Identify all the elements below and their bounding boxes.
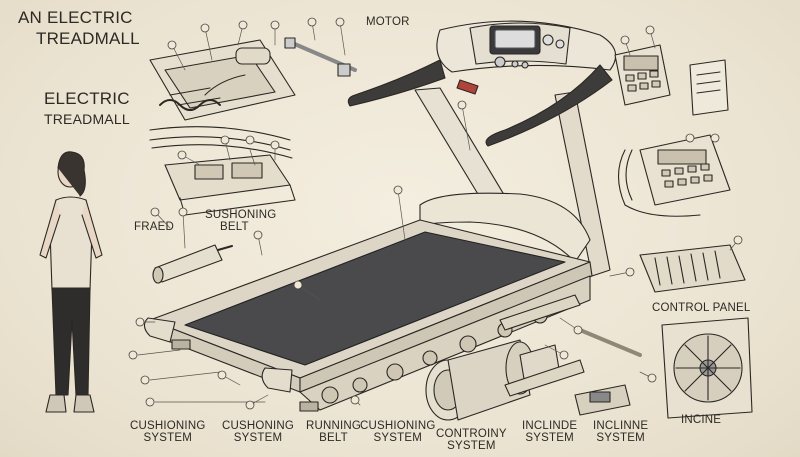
subtitle-line-1: ELECTRIC xyxy=(44,89,130,108)
motor-hood xyxy=(419,192,591,263)
bottom-label-inclinde: INCLINDE SYSTEM xyxy=(522,420,578,445)
bolt-component xyxy=(284,37,357,77)
incline-rod xyxy=(578,328,642,357)
sensor-plate xyxy=(574,384,631,416)
incine-label: INCINE xyxy=(681,414,722,426)
fan-unit xyxy=(661,317,753,419)
fraed-label: FRAED xyxy=(134,221,174,233)
bottom-label-cushioning-2: CUSHONING SYSTEM xyxy=(222,420,295,445)
shuhoning-label-line-2: BELT xyxy=(220,221,249,233)
treadmill xyxy=(143,20,617,412)
title-line-2: TREADMALL xyxy=(36,29,140,48)
spring-component xyxy=(159,99,221,111)
cushion-cylinder xyxy=(152,244,233,284)
spring-top xyxy=(235,47,271,65)
control-panel-label: CONTROL PANEL xyxy=(652,302,751,314)
right-handlebar xyxy=(485,64,613,147)
subtitle-line-2: TREADMALL xyxy=(44,111,130,127)
heatsink-board xyxy=(639,244,746,293)
dial-icon xyxy=(494,56,506,68)
left-handlebar xyxy=(347,59,446,107)
motor-label: MOTOR xyxy=(366,16,410,28)
frame-component xyxy=(149,39,296,121)
bottom-label-cushioning-1: CUSHIONING SYSTEM xyxy=(130,420,206,445)
roller-sketch xyxy=(149,126,293,159)
bottom-label-inclinne: INCLINNE SYSTEM xyxy=(593,420,649,445)
right-upright xyxy=(554,91,611,277)
safety-key-icon xyxy=(456,79,479,95)
bottom-label-running-belt: RUNNING BELT xyxy=(306,420,362,445)
running-belt xyxy=(184,231,566,366)
bottom-label-controing: CONTROINY SYSTEM xyxy=(436,428,507,453)
cable-bundle xyxy=(617,149,701,217)
paper-sheet xyxy=(689,59,729,116)
circuit-board xyxy=(164,154,296,216)
title-line-1: AN ELECTRIC xyxy=(18,8,133,27)
rail-bar xyxy=(499,294,585,397)
remote-keypad xyxy=(614,44,671,106)
callout-markers xyxy=(128,17,743,410)
display-panel xyxy=(494,29,536,49)
person-figure xyxy=(39,151,103,413)
shuhoning-label-line-1: SUSHONING xyxy=(205,209,277,221)
control-console-unit xyxy=(639,134,731,206)
bottom-label-cushioning-3: CUSHIONING SYSTEM xyxy=(360,420,436,445)
